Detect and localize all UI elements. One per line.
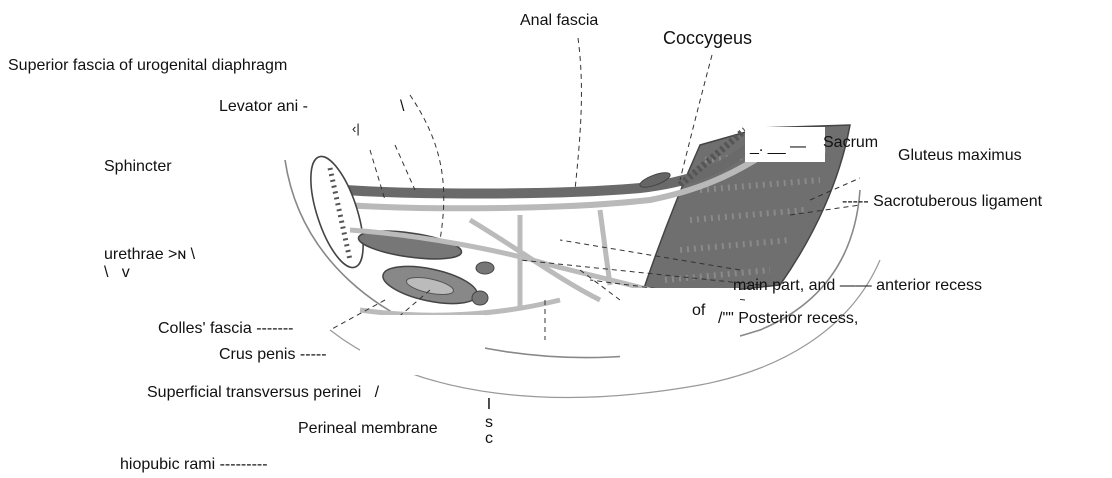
label-isc-letter-1: I [483,398,495,412]
small-muscle-1 [476,262,494,274]
label-superficial-transversus: Superficial transversus perinei / [147,384,379,402]
mask-lower-left [360,315,485,375]
fascia-line-5 [470,220,600,300]
label-sacrum: Sacrum [823,134,878,152]
label-perineal-membrane: Perineal membrane [298,420,438,438]
label-isc-letter-3: c [483,432,495,446]
label-gluteus: Gluteus maximus [898,147,1022,165]
label-sacrum-prefix: _. __ — [750,138,806,156]
sphincter-urethrae [300,151,374,274]
label-sphincter: Sphincter [104,158,172,176]
label-posterior-recess: /"" Posterior recess, [718,310,858,328]
label-crus-penis: Crus penis ----- [219,346,327,364]
label-urethrae: urethrae >ɴ \ [104,246,195,264]
label-levator-mark: \ [400,98,404,116]
label-isc-letter-2: s [483,416,495,430]
small-muscle-2 [472,291,488,305]
label-urethrae-line2: \ v [104,264,130,282]
label-levator-glyph: ‹| [352,120,360,138]
label-ischiopubic: hiopubic rami --------- [120,456,268,474]
label-sacrotuberous: ----- Sacrotuberous ligament [842,193,1042,211]
label-colles: Colles' fascia ------- [158,320,294,338]
label-superior-fascia: Superior fascia of urogenital diaphragm [8,57,287,75]
label-of: of [692,302,705,320]
label-anal-fascia: Anal fascia [520,12,598,30]
label-levator-ani: Levator ani - [219,98,308,116]
label-main-part: main part, and —— anterior recess [733,277,982,295]
label-coccygeus: Coccygeus [663,29,752,47]
